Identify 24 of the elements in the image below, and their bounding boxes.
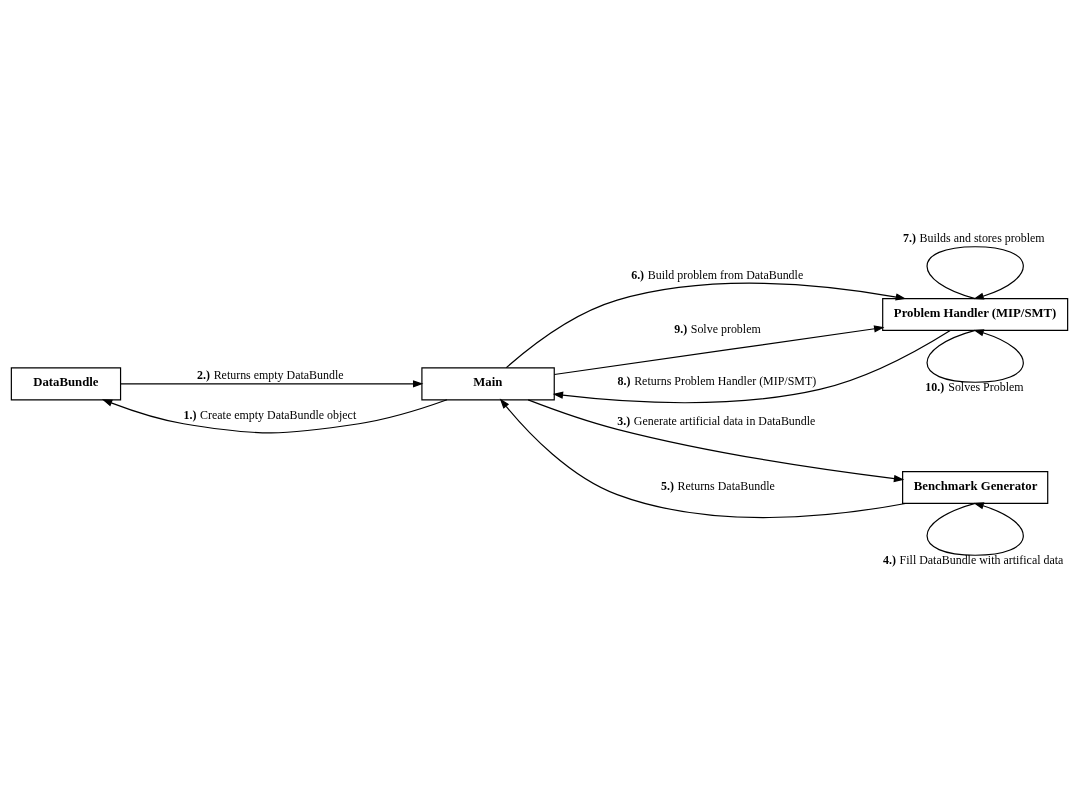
arrow: [505, 282, 907, 368]
edge-label: 7.) Builds and stores problem: [903, 230, 1045, 245]
edge-label: 3.) Generate artificial data in DataBundle: [617, 413, 816, 428]
node-box: Benchmark Generator: [902, 470, 1049, 504]
edge-label: 5.) Returns DataBundle: [661, 478, 775, 493]
edge-label: 2.) Returns empty DataBundle: [197, 367, 344, 382]
arrow: [553, 324, 885, 375]
node-box: Main: [421, 366, 555, 400]
arrow: [527, 398, 905, 482]
node-box: Problem Handler (MIP/SMT): [882, 297, 1069, 331]
edge-label: 1.) Create empty DataBundle object: [183, 407, 357, 422]
edge-label: 4.) Fill DataBundle with artifical data: [883, 552, 1064, 567]
edge-label: 9.) Solve problem: [674, 321, 761, 336]
arrow: [101, 398, 448, 433]
edge-label: 10.) Solves Problem: [925, 379, 1024, 394]
arrow: [552, 329, 951, 403]
arrow: [926, 501, 1024, 556]
edge-label: 8.) Returns Problem Handler (MIP/SMT): [617, 373, 817, 388]
arrow: [926, 245, 1024, 300]
arrow: [499, 398, 906, 518]
arrow: [926, 328, 1024, 383]
arrow: [120, 379, 424, 387]
node-box: DataBundle: [10, 366, 122, 400]
edge-label: 6.) Build problem from DataBundle: [631, 267, 804, 282]
